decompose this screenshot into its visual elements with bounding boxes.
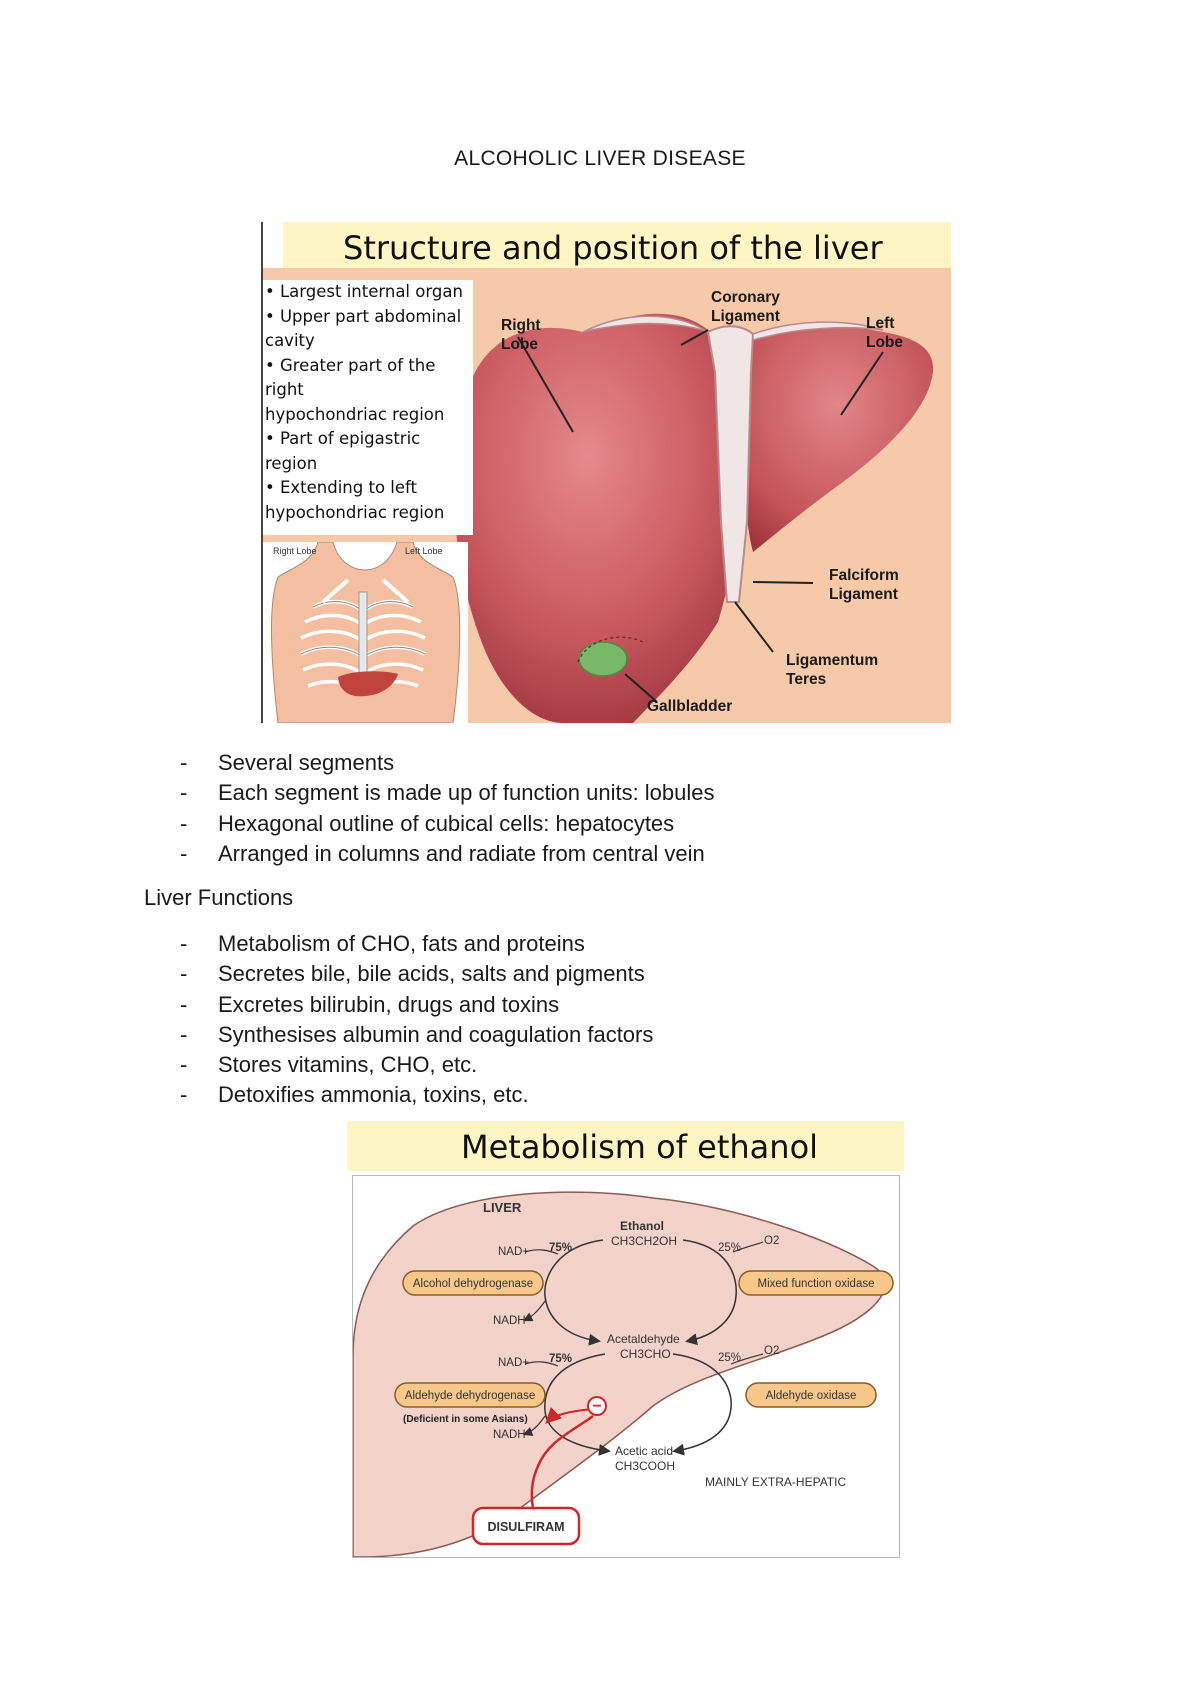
enzyme-mixed-function-oxidase	[738, 1270, 894, 1296]
fact-line: cavity	[265, 331, 315, 350]
percent-75: 75%	[549, 1242, 572, 1254]
nad-label: NAD+	[498, 1357, 529, 1369]
acetaldehyde-name: Acetaldehyde	[607, 1332, 680, 1346]
acetic-acid-name: Acetic acid	[615, 1444, 673, 1458]
svg-text:Aldehyde dehydrogenase: Aldehyde dehydrogenase	[405, 1390, 535, 1402]
svg-text:Right Lobe: Right Lobe	[273, 546, 317, 556]
svg-text:Left Lobe: Left Lobe	[405, 546, 443, 556]
nad-label: NAD+	[498, 1246, 529, 1258]
list-item: Stores vitamins, CHO, etc.	[180, 1050, 653, 1081]
enzyme-aldehyde-oxidase	[745, 1382, 877, 1408]
gallbladder-shape	[578, 641, 628, 677]
left-lobe-shape	[741, 325, 934, 552]
slide-title: Structure and position of the liver	[343, 229, 883, 267]
fact-line: • Part of epigastric	[265, 429, 421, 448]
liver-label: LIVER	[483, 1200, 522, 1215]
metabolism-diagram: LIVER Ethanol CH3CH2OH Acetaldehyde CH3C…	[353, 1191, 894, 1557]
list-item: Metabolism of CHO, fats and proteins	[180, 929, 653, 960]
section-heading: Liver Functions	[144, 885, 294, 910]
svg-text:−: −	[592, 1398, 601, 1415]
fact-line: hypochondriac region	[265, 502, 445, 522]
svg-text:Mixed function oxidase: Mixed function oxidase	[758, 1278, 875, 1290]
percent-75: 75%	[549, 1353, 572, 1365]
torso-illustration-box: Right Lobe Left Lobe	[263, 541, 468, 723]
functions-list: Metabolism of CHO, fats and proteins Sec…	[180, 929, 653, 1111]
disulfiram-label: DISULFIRAM	[487, 1520, 564, 1534]
liver-facts-box: • Largest internal organ • Upper part ab…	[263, 280, 473, 535]
list-item: Synthesises albumin and coagulation fact…	[180, 1020, 653, 1051]
acetic-acid-formula: CH3COOH	[615, 1459, 675, 1473]
ethanol-name: Ethanol	[620, 1219, 664, 1233]
torso-illustration: Right Lobe Left Lobe	[271, 541, 461, 723]
document-title: ALCOHOLIC LIVER DISEASE	[454, 147, 746, 170]
list-item: Hexagonal outline of cubical cells: hepa…	[180, 809, 715, 840]
aldh-note: (Deficient in some Asians)	[403, 1414, 528, 1425]
o2-label: O2	[764, 1235, 779, 1247]
ethanol-metabolism-slide: Metabolism of ethanol LIVER Ethanol CH3C…	[347, 1121, 904, 1558]
right-lobe-shape	[454, 313, 749, 723]
list-item: Secretes bile, bile acids, salts and pig…	[180, 959, 653, 990]
fact-line: • Upper part abdominal	[265, 306, 462, 326]
metabolism-diagram-frame: LIVER Ethanol CH3CH2OH Acetaldehyde CH3C…	[352, 1175, 900, 1558]
fact-line: • Extending to left	[265, 478, 418, 497]
list-item: Detoxifies ammonia, toxins, etc.	[180, 1080, 653, 1111]
acetaldehyde-formula: CH3CHO	[620, 1347, 671, 1361]
o2-label: O2	[764, 1345, 779, 1357]
falciform-ligament-shape	[706, 325, 755, 603]
slide-title-bar: Metabolism of ethanol	[347, 1121, 904, 1171]
percent-25: 25%	[718, 1352, 741, 1364]
liver-structure-slide: Structure and position of the liver	[261, 222, 951, 723]
label-gallbladder: Gallbladder	[647, 698, 732, 715]
nadh-label: NADH	[493, 1429, 526, 1441]
slide-title: Metabolism of ethanol	[461, 1128, 819, 1166]
slide-title-bar: Structure and position of the liver	[263, 222, 951, 268]
extra-hepatic-label: MAINLY EXTRA-HEPATIC	[705, 1475, 846, 1489]
disulfiram-box	[471, 1506, 581, 1546]
fact-line: hypochondriac region	[265, 404, 445, 424]
list-item: Each segment is made up of function unit…	[180, 778, 715, 809]
fact-line: • Greater part of the	[265, 355, 436, 375]
list-item: Arranged in columns and radiate from cen…	[180, 839, 715, 870]
segments-list: Several segments Each segment is made up…	[180, 748, 715, 869]
torso-liver-shape	[338, 671, 398, 697]
liver-facts-list: • Largest internal organ • Upper part ab…	[263, 280, 473, 525]
percent-25: 25%	[718, 1242, 741, 1254]
svg-text:Alcohol dehydrogenase: Alcohol dehydrogenase	[413, 1278, 533, 1290]
list-item: Several segments	[180, 748, 715, 779]
inhibition-symbol	[587, 1396, 607, 1416]
nadh-label: NADH	[493, 1315, 526, 1327]
fact-line: right	[265, 380, 304, 399]
enzyme-aldehyde-dehydrogenase	[394, 1382, 546, 1408]
list-item: Excretes bilirubin, drugs and toxins	[180, 990, 653, 1021]
ethanol-formula: CH3CH2OH	[611, 1234, 677, 1248]
svg-text:Aldehyde oxidase: Aldehyde oxidase	[766, 1390, 857, 1402]
fact-line: region	[265, 453, 318, 473]
enzyme-alcohol-dehydrogenase	[402, 1270, 544, 1296]
fact-line: • Largest internal organ	[265, 282, 463, 301]
